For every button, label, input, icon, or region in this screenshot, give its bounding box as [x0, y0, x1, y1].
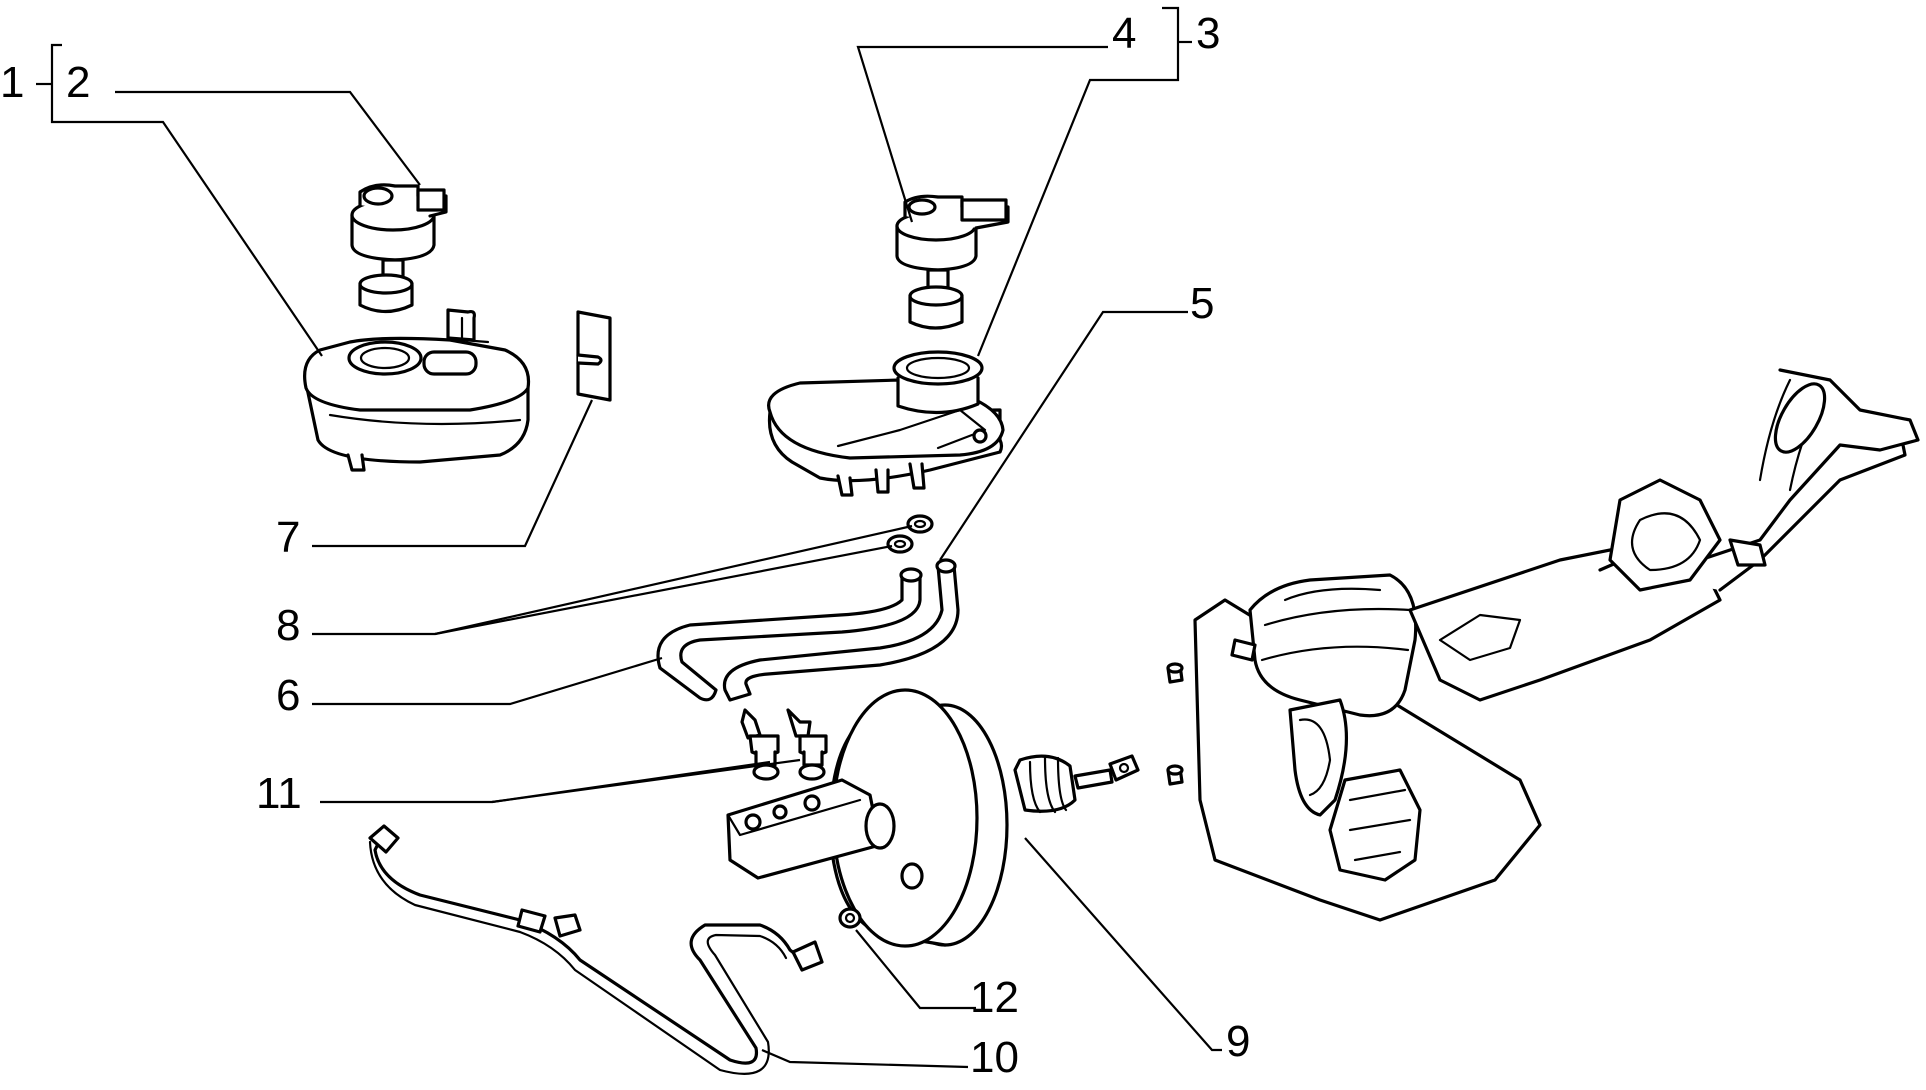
fluid-reservoir-center [767, 350, 1005, 497]
callout-9: 9 [1226, 1017, 1250, 1066]
vacuum-hose [368, 824, 824, 1075]
callout-5: 5 [1190, 279, 1214, 328]
leader-lines [36, 6, 1222, 1069]
hose-connectors [740, 708, 828, 781]
callout-1: 1 [0, 58, 24, 107]
callout-8: 8 [276, 601, 300, 650]
fluid-hoses [656, 558, 960, 702]
pedal-box-bracket [1166, 368, 1920, 922]
fluid-reservoir-left [303, 308, 531, 472]
callout-11: 11 [256, 769, 302, 818]
master-cylinder [726, 778, 924, 890]
callout-10: 10 [970, 1033, 1019, 1082]
hose-clamp-nuts [886, 514, 934, 554]
reservoir-cap-center [895, 194, 1010, 330]
callout-6: 6 [276, 671, 300, 720]
callout-labels: 1 2 4 3 5 7 8 6 11 12 9 10 [0, 9, 1250, 1082]
mounting-nut [838, 907, 862, 929]
callout-2: 2 [66, 58, 90, 107]
reservoir-cap-left [350, 183, 448, 314]
callout-3: 3 [1196, 9, 1220, 58]
retaining-clip [576, 310, 612, 402]
callout-12: 12 [970, 973, 1019, 1022]
callout-4: 4 [1112, 9, 1136, 58]
callout-7: 7 [276, 513, 300, 562]
